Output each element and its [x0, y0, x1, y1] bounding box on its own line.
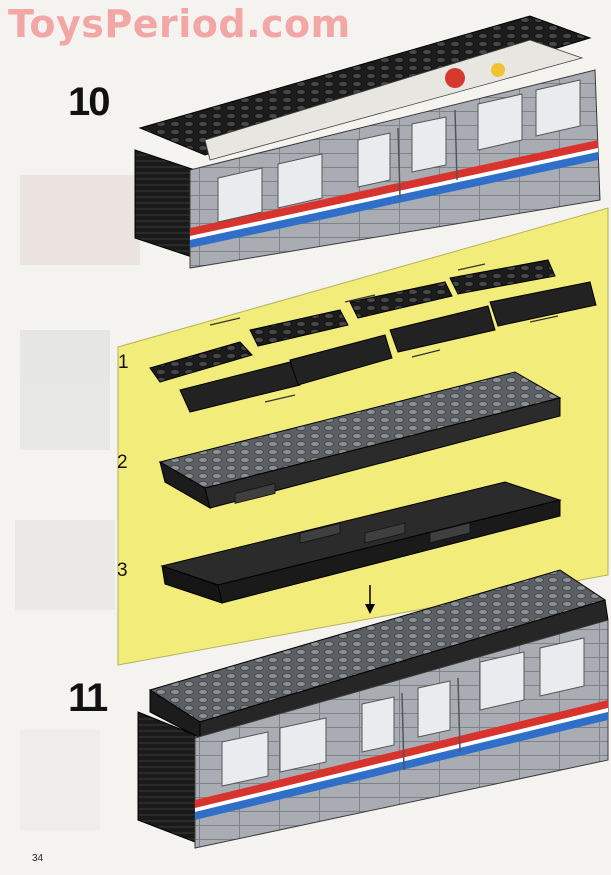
assembly-arrow: [365, 585, 375, 614]
substep-label-2: 2: [117, 452, 128, 473]
substep1-arrows: [209, 263, 559, 403]
step11-train-car: [137, 569, 609, 849]
step-number-10: 10: [68, 80, 110, 124]
substep1-slopes: [149, 259, 597, 413]
page-number: 34: [32, 853, 44, 864]
substep-label-1: 1: [118, 352, 129, 373]
watermark: ToysPeriod.com: [8, 2, 351, 46]
step-number-11: 11: [68, 676, 108, 720]
substep3-base-plate: [160, 481, 562, 604]
step10-train-car: [134, 15, 601, 269]
substep-label-3: 3: [117, 560, 128, 581]
substep2-roof-plate: [158, 371, 562, 510]
